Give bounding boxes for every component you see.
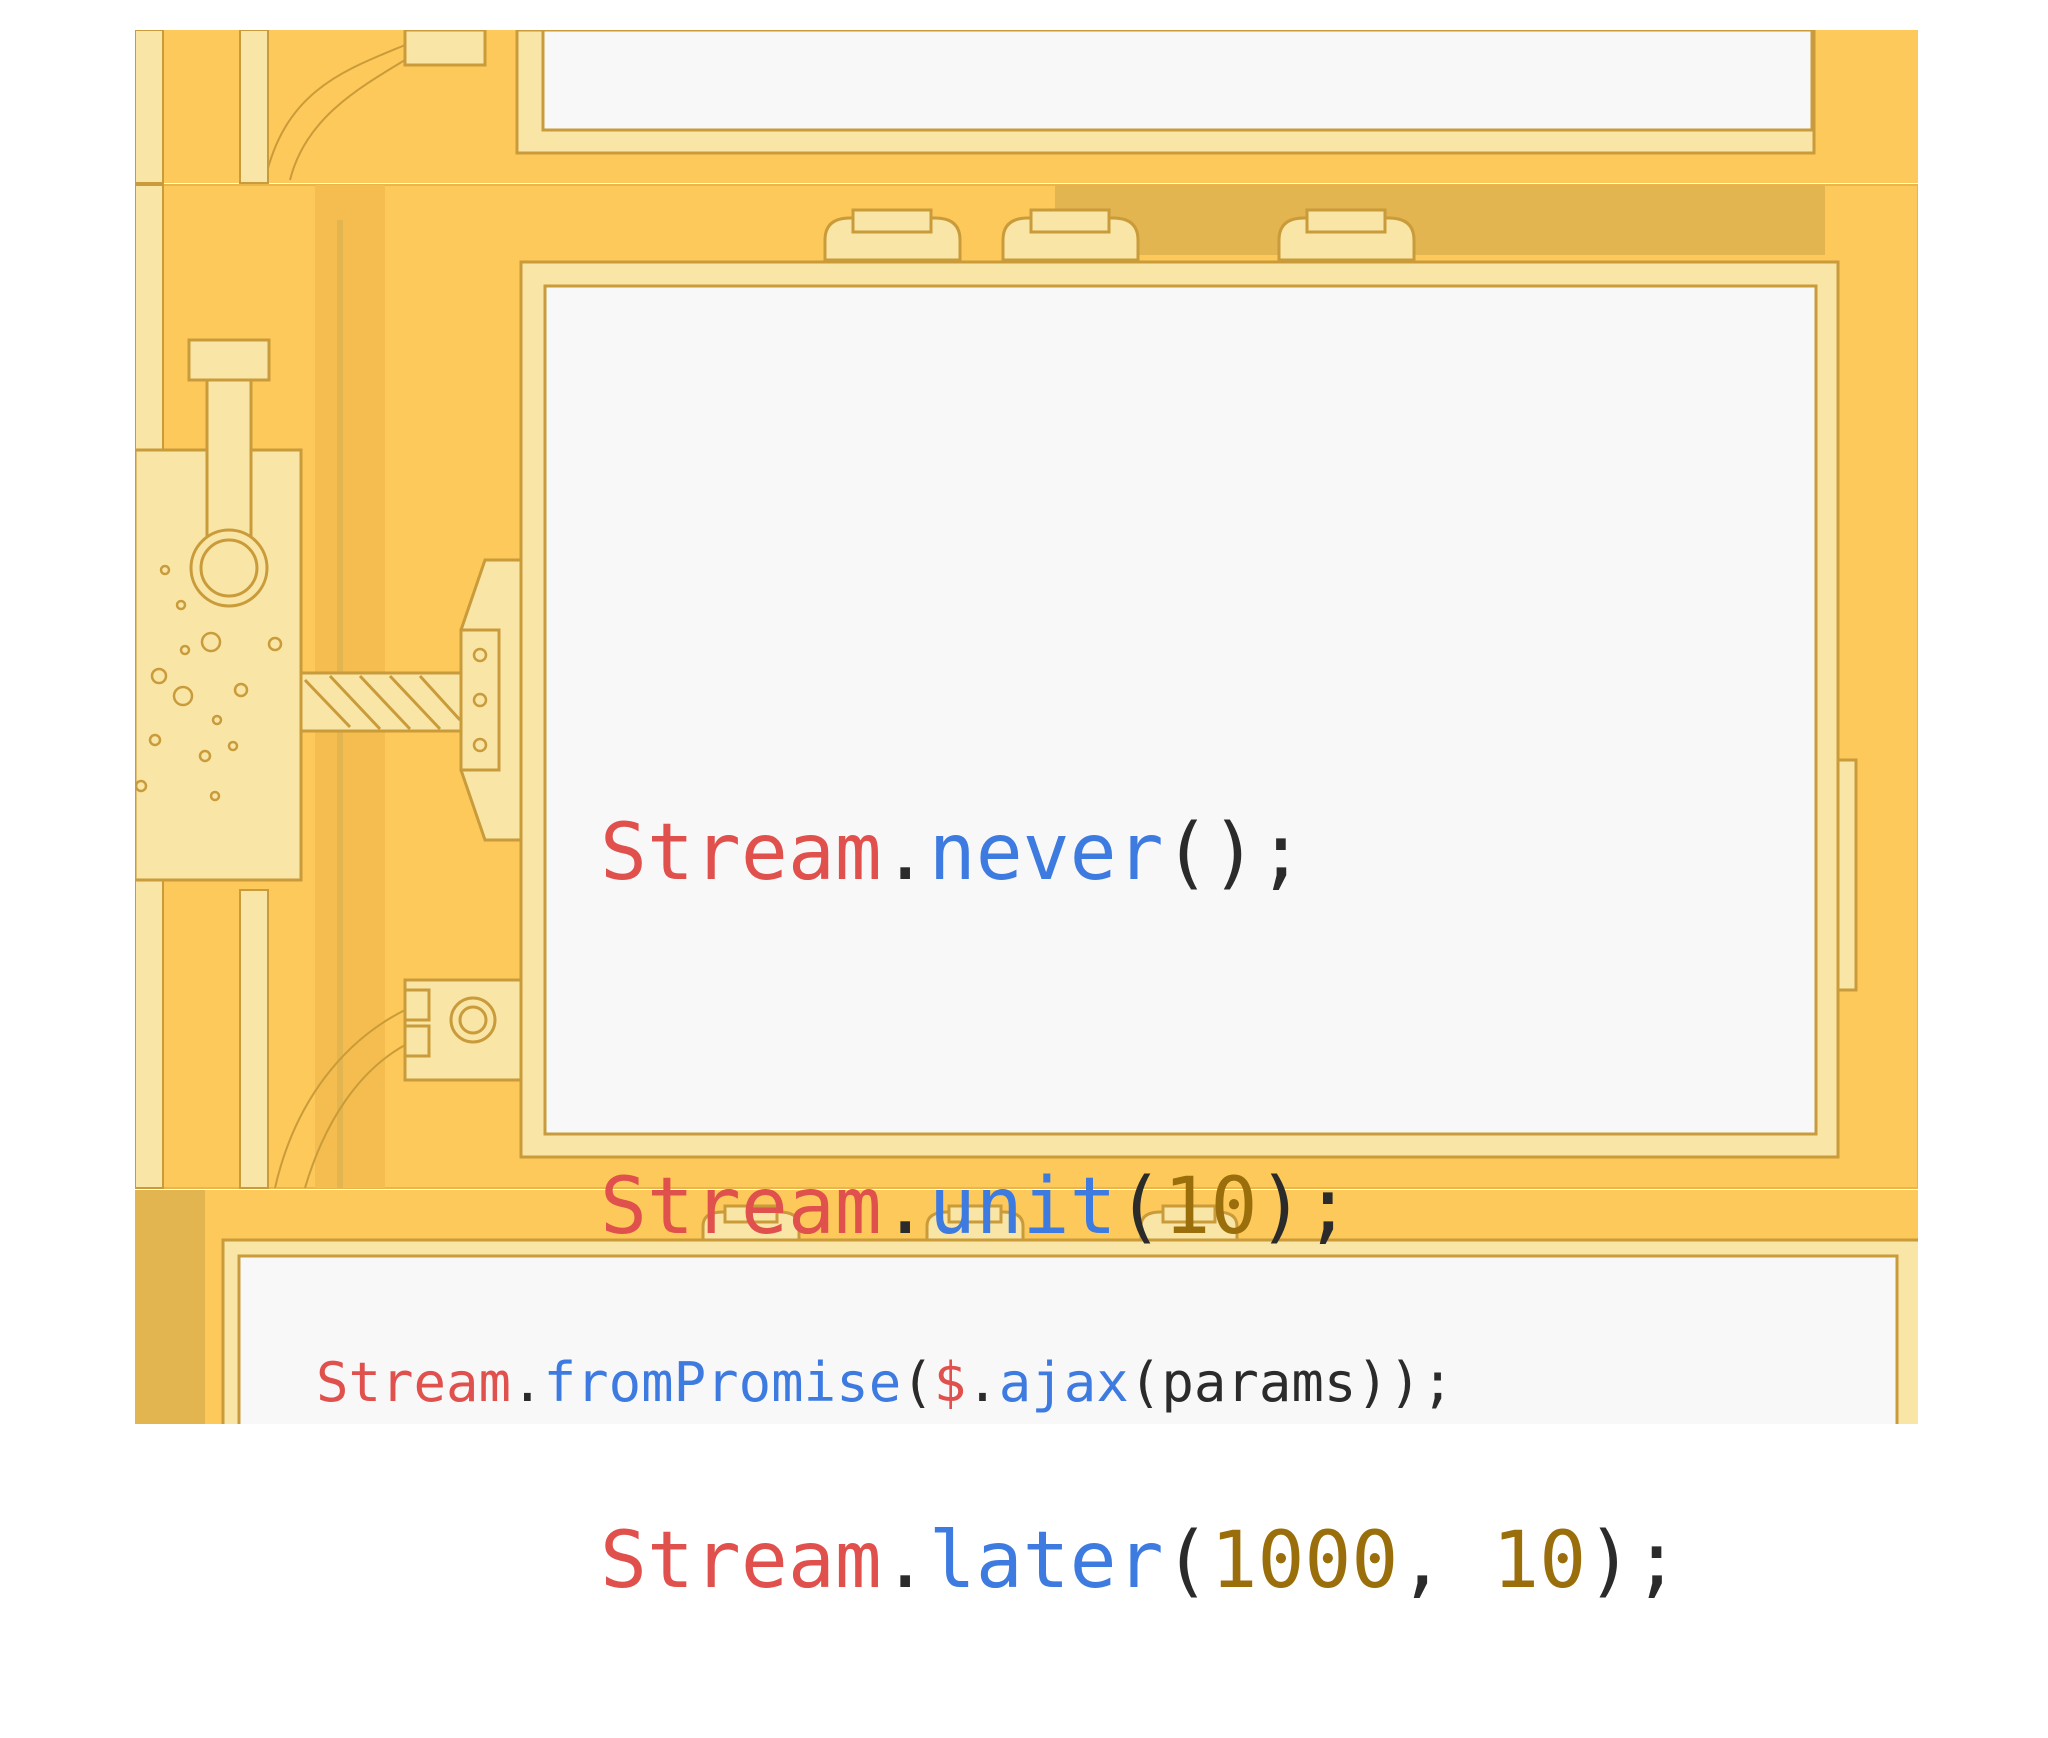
- machine-illustration: [135, 30, 1918, 1424]
- code-line-never: Stream.never();: [600, 794, 1680, 912]
- main-screen: [543, 284, 1818, 1136]
- top-screen: [541, 30, 1814, 132]
- code-class: Stream: [316, 1351, 512, 1414]
- machine-graphic: [135, 30, 1918, 1424]
- code-separator: ,: [1398, 1516, 1493, 1606]
- code-method: unit: [928, 1162, 1117, 1252]
- code-paren-open: (: [1163, 1516, 1211, 1606]
- bottom-code-line: Stream.fromPromise($.ajax(params));: [316, 1351, 1454, 1415]
- code-paren-close: ));: [1356, 1351, 1454, 1414]
- code-method: ajax: [998, 1351, 1129, 1414]
- code-number: 1000: [1210, 1516, 1399, 1606]
- code-paren-close: );: [1586, 1516, 1681, 1606]
- code-dot: .: [881, 808, 929, 898]
- code-number: 10: [1492, 1516, 1587, 1606]
- code-method: never: [928, 808, 1164, 898]
- code-dot: .: [881, 1162, 929, 1252]
- code-paren-open: (: [901, 1351, 934, 1414]
- code-dot: .: [966, 1351, 999, 1414]
- code-paren-close: );: [1257, 1162, 1352, 1252]
- code-paren-open: (: [1116, 1162, 1164, 1252]
- code-class: Stream: [600, 1516, 882, 1606]
- code-dot: .: [881, 1516, 929, 1606]
- code-class: Stream: [600, 808, 882, 898]
- code-dot: .: [511, 1351, 544, 1414]
- code-paren-close: );: [1210, 808, 1305, 898]
- code-paren-open: (: [1163, 808, 1211, 898]
- code-jquery-symbol: $: [933, 1351, 967, 1414]
- code-argument: params: [1161, 1351, 1357, 1414]
- code-line-unit: Stream.unit(10);: [600, 1148, 1680, 1266]
- code-paren-open: (: [1128, 1351, 1162, 1414]
- code-line-later: Stream.later(1000, 10);: [600, 1502, 1680, 1620]
- main-code-block: Stream.never(); Stream.unit(10); Stream.…: [600, 558, 1680, 1738]
- code-class: Stream: [600, 1162, 882, 1252]
- code-method: later: [928, 1516, 1164, 1606]
- bottom-screen: [237, 1254, 1899, 1424]
- code-method: fromPromise: [543, 1351, 902, 1414]
- code-number: 10: [1163, 1162, 1258, 1252]
